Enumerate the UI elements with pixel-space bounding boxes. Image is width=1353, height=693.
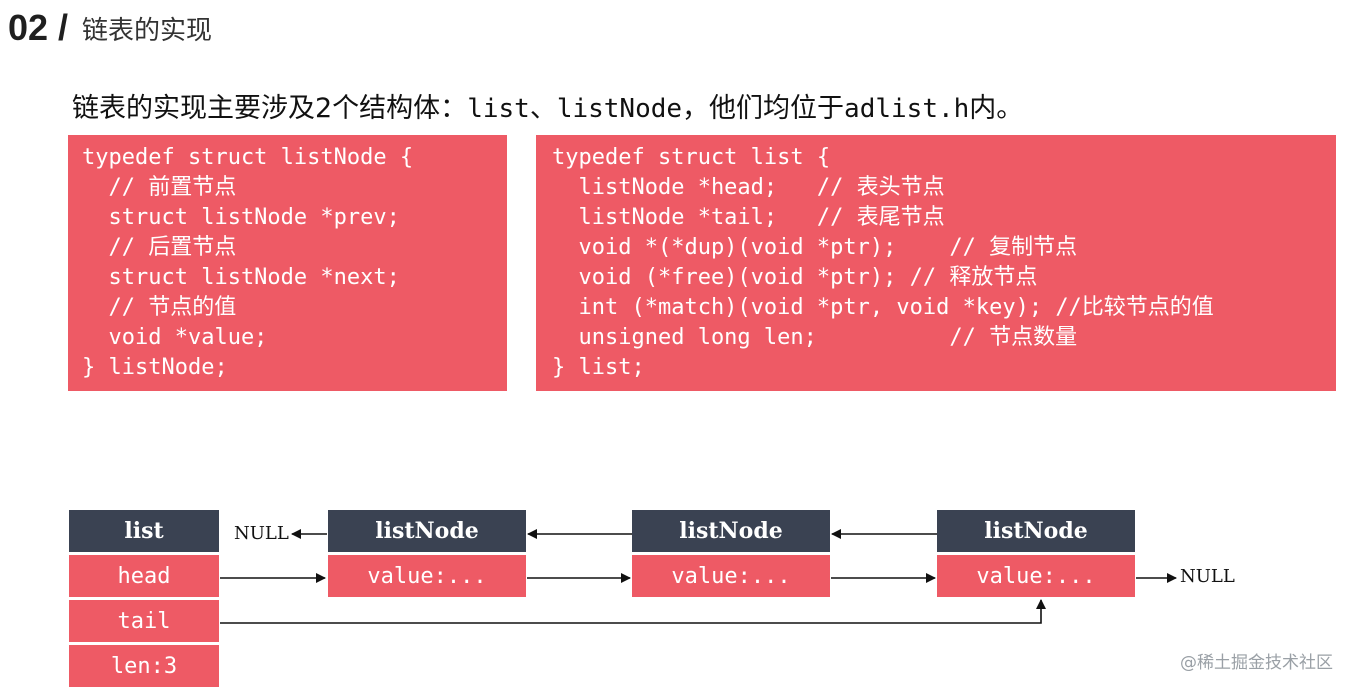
arrow-tail-pointer: [220, 599, 1046, 624]
watermark: @稀土掘金技术社区: [1180, 653, 1333, 673]
intro-text: 链表的实现主要涉及2个结构体：list、listNode，他们均位于adlist…: [72, 86, 1023, 125]
intro-prefix: 链表的实现主要涉及2个结构体：: [72, 93, 468, 124]
node-2-value: value:...: [632, 555, 830, 597]
node-2-title: listNode: [632, 510, 830, 552]
node-1-value: value:...: [328, 555, 526, 597]
node-1-title: listNode: [328, 510, 526, 552]
list-field-head: head: [69, 555, 219, 597]
slide-header: 02 / 链表的实现: [8, 6, 212, 50]
code-listnode-text: typedef struct listNode { // 前置节点 struct…: [82, 145, 414, 380]
intro-sep: 、: [529, 93, 557, 124]
section-number: 02 /: [8, 7, 69, 48]
node-3-value: value:...: [937, 555, 1135, 597]
null-label-left: NULL: [234, 523, 289, 544]
code-block-listnode: typedef struct listNode { // 前置节点 struct…: [68, 135, 507, 391]
intro-suffix: 内。: [969, 93, 1024, 124]
null-label-right: NULL: [1180, 566, 1235, 587]
code-block-list: typedef struct list { listNode *head; //…: [536, 135, 1336, 391]
list-field-len: len:3: [69, 645, 219, 687]
intro-code-list: list: [467, 94, 530, 124]
code-list-text: typedef struct list { listNode *head; //…: [552, 145, 1214, 380]
intro-code-listnode: listNode: [556, 94, 683, 124]
intro-middle: ，他们均位于: [682, 93, 845, 124]
list-struct-title: list: [69, 510, 219, 552]
intro-code-header-file: adlist.h: [844, 94, 970, 124]
list-field-tail: tail: [69, 600, 219, 642]
node-3-title: listNode: [937, 510, 1135, 552]
section-title: 链表的实现: [82, 15, 213, 46]
